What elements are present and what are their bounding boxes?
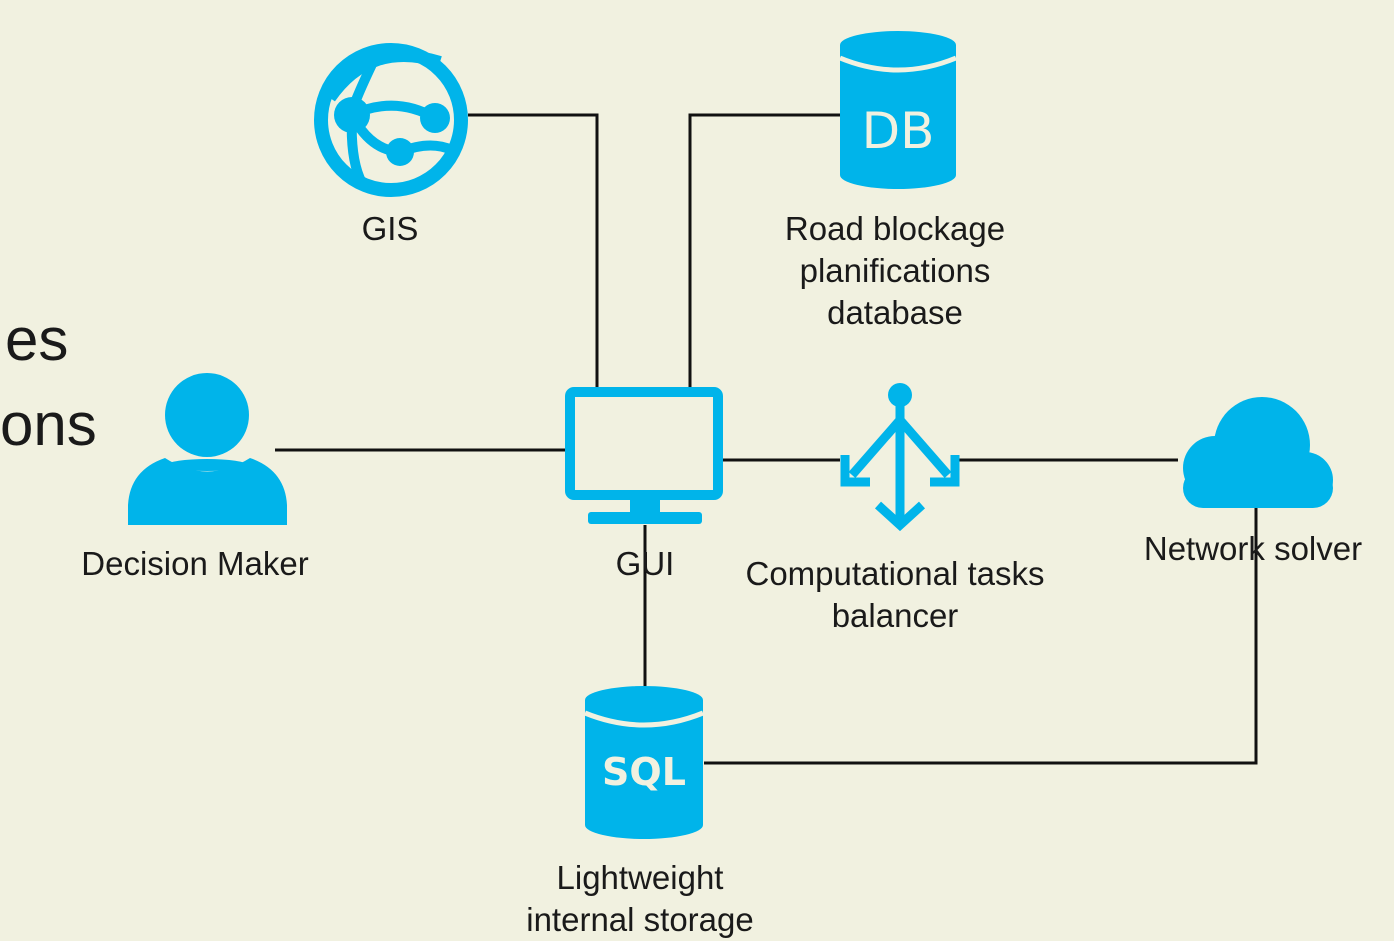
balancer-label-line-1: Computational tasks (745, 555, 1045, 592)
background-text-line-1: es (5, 306, 69, 373)
connector-gis-gui (468, 113, 599, 388)
background-text-line-2: ons (0, 391, 97, 458)
balancer-label: Computational tasks balancer (710, 553, 1080, 637)
gis-label: GIS (361, 210, 419, 247)
gui-label: GUI (615, 545, 675, 582)
road-db-label: Road blockage planifications database (740, 208, 1050, 334)
road-db-label-line-2: planifications (799, 252, 991, 289)
storage-label-line-1: Lightweight (556, 859, 724, 896)
decision-maker-label: Decision Maker (81, 545, 309, 582)
storage-label: Lightweight internal storage (490, 857, 790, 941)
balancer-label-line-2: balancer (831, 597, 959, 634)
load-balancer-icon (840, 383, 960, 532)
globe-network-icon (314, 43, 468, 197)
db-icon-text: DB (862, 102, 935, 160)
sql-database-icon: SQL (584, 686, 704, 839)
connectors (275, 113, 1258, 765)
cloud-icon (1183, 397, 1333, 508)
connector-db-gui (688, 113, 845, 388)
database-icon: DB (839, 31, 957, 189)
road-db-label-line-3: database (827, 294, 963, 331)
user-icon (128, 373, 287, 525)
network-solver-label: Network solver (1143, 530, 1363, 567)
sql-icon-text: SQL (602, 750, 686, 794)
storage-label-line-2: internal storage (526, 901, 754, 938)
connector-storage-solver (704, 508, 1258, 765)
road-db-label-line-1: Road blockage (784, 210, 1006, 247)
monitor-icon (565, 387, 723, 524)
